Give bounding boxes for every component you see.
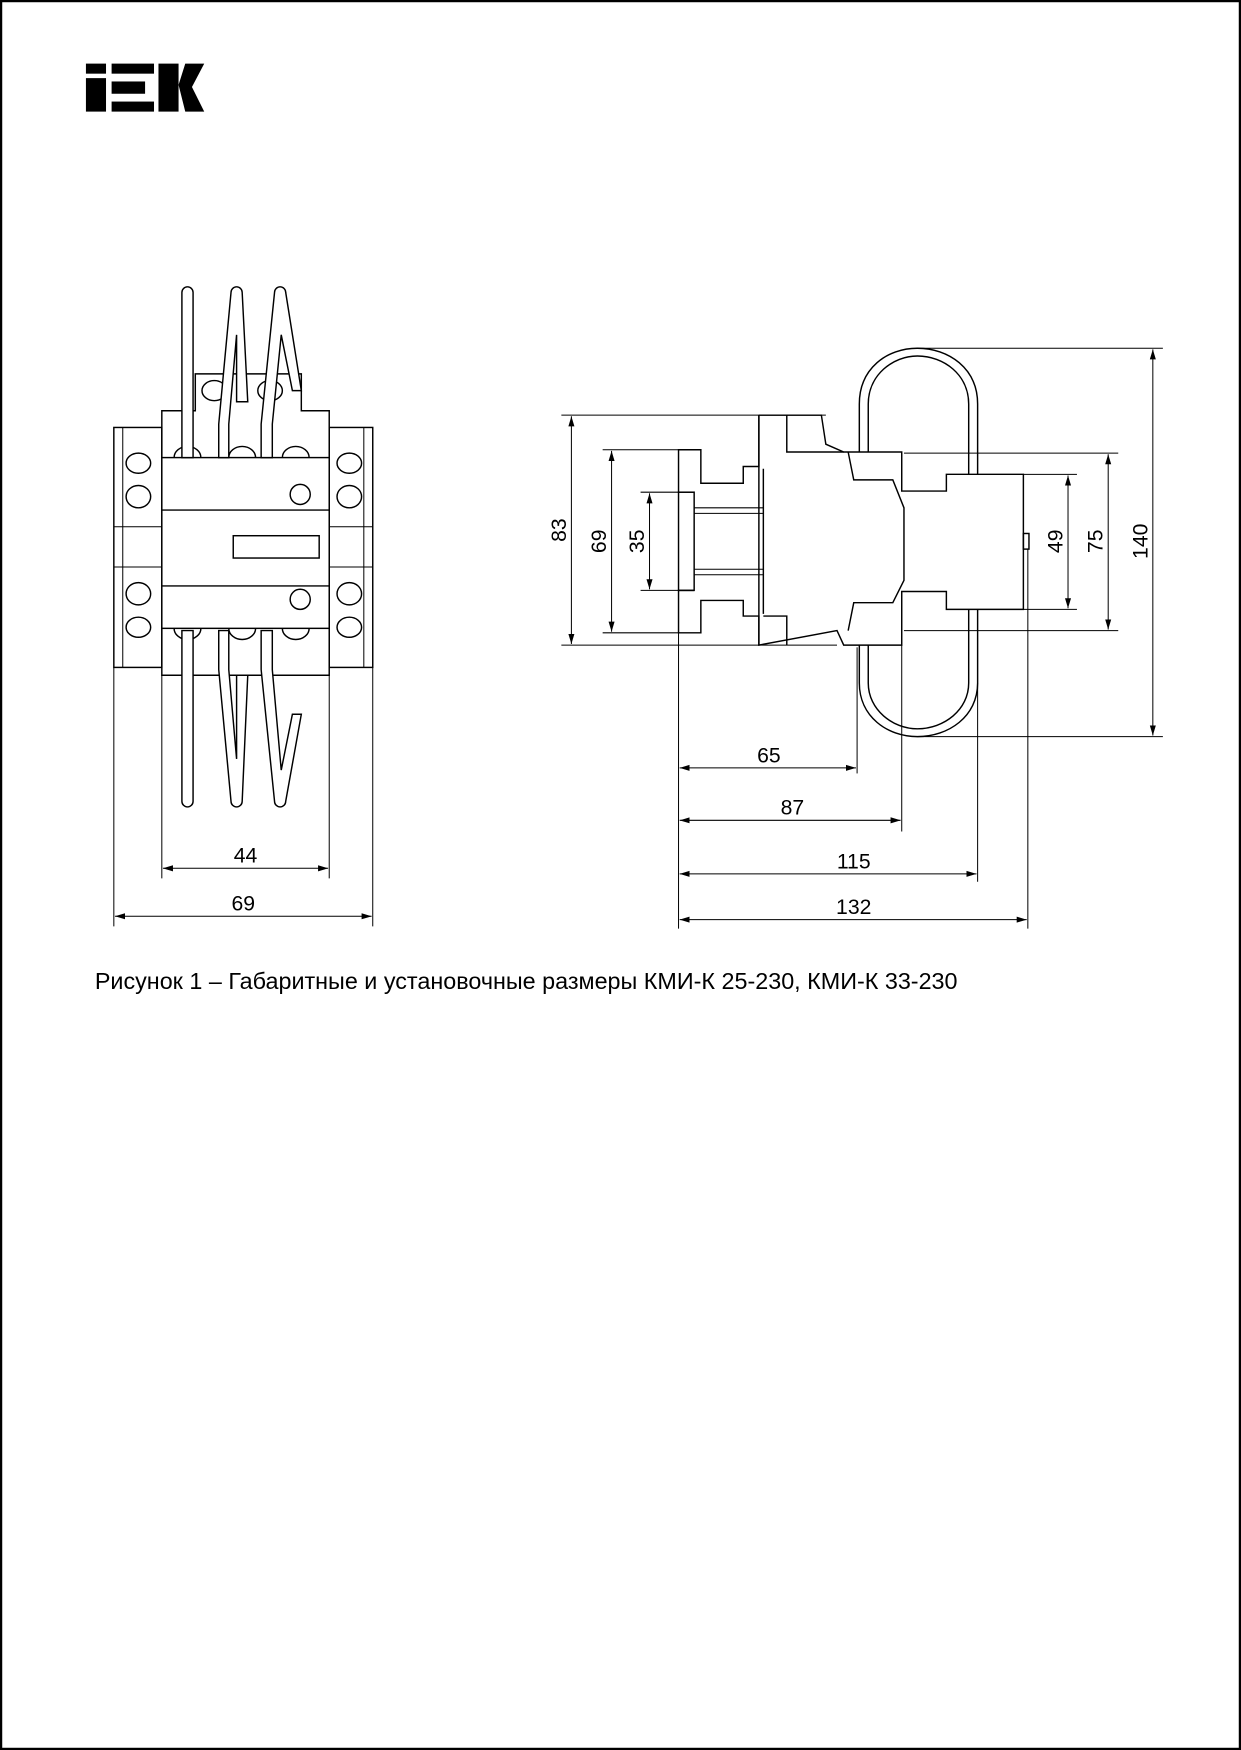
front-view-drawing — [113, 286, 374, 927]
dim-label-75: 75 — [1085, 530, 1108, 554]
dim-label-49: 49 — [1044, 530, 1067, 554]
dim-label-65: 65 — [757, 744, 781, 767]
dim-label-115: 115 — [837, 850, 871, 873]
dim-label-87: 87 — [781, 797, 805, 820]
dim-label-140: 140 — [1129, 524, 1152, 559]
dim-label-83: 83 — [548, 518, 571, 542]
figure-caption: Рисунок 1 – Габаритные и установочные ра… — [95, 968, 958, 994]
dim-label-69-front: 69 — [232, 893, 256, 916]
dim-label-132: 132 — [836, 896, 871, 919]
iek-logo — [85, 63, 205, 112]
dim-label-44: 44 — [234, 845, 258, 868]
dim-label-35: 35 — [626, 530, 649, 554]
side-view-drawing — [561, 347, 1163, 929]
dim-label-69-side: 69 — [588, 530, 611, 554]
